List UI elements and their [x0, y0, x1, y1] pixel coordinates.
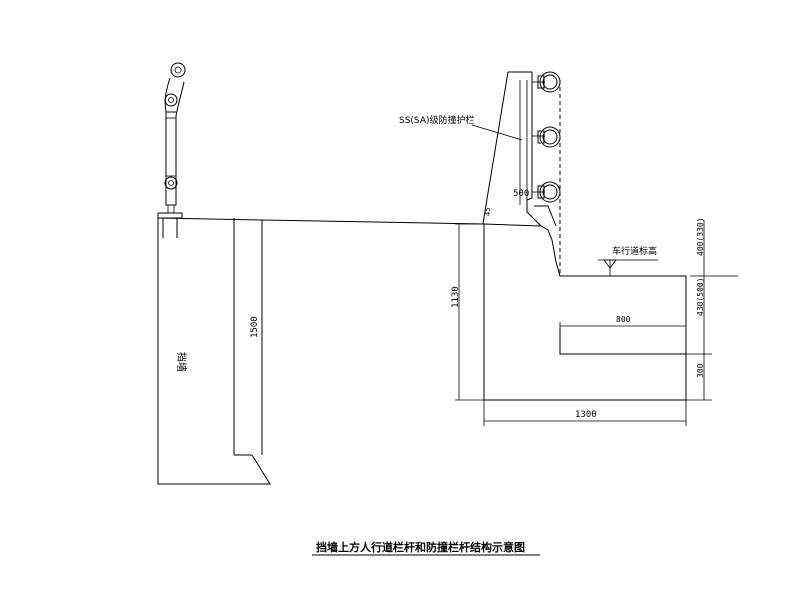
dim-mid: 430(500)	[696, 277, 705, 316]
dim-barrier-height: 1130	[451, 286, 461, 308]
crash-barrier	[482, 71, 561, 276]
dim-800-line	[559, 322, 687, 330]
dim-bottom: 300	[696, 363, 705, 378]
dim-1300-line	[483, 400, 687, 426]
dim-wall-height: 1500	[250, 316, 260, 338]
retaining-wall	[157, 217, 271, 485]
road-level-marker	[598, 259, 658, 276]
dim-post-spacing: 500	[513, 189, 529, 199]
sidewalk-line	[261, 219, 485, 225]
drawing-title: 挡墙上方人行道栏杆和防撞栏杆结构示意图	[316, 540, 525, 554]
dim-right-chain	[686, 220, 738, 401]
barrier-type-label: SS(SA)级防撞护栏	[399, 114, 475, 126]
pedestrian-railing	[157, 62, 186, 238]
dim-1130-line	[455, 223, 484, 401]
retaining-wall-label: 挡墙	[175, 352, 188, 372]
dim-toe-width: 800	[616, 315, 631, 324]
dim-base-width: 1300	[575, 410, 597, 420]
dim-small: 45	[484, 208, 492, 216]
barrier-leader	[471, 124, 523, 141]
dim-top: 400(330)	[696, 217, 705, 256]
road-level-label: 车行道标高	[612, 245, 657, 257]
